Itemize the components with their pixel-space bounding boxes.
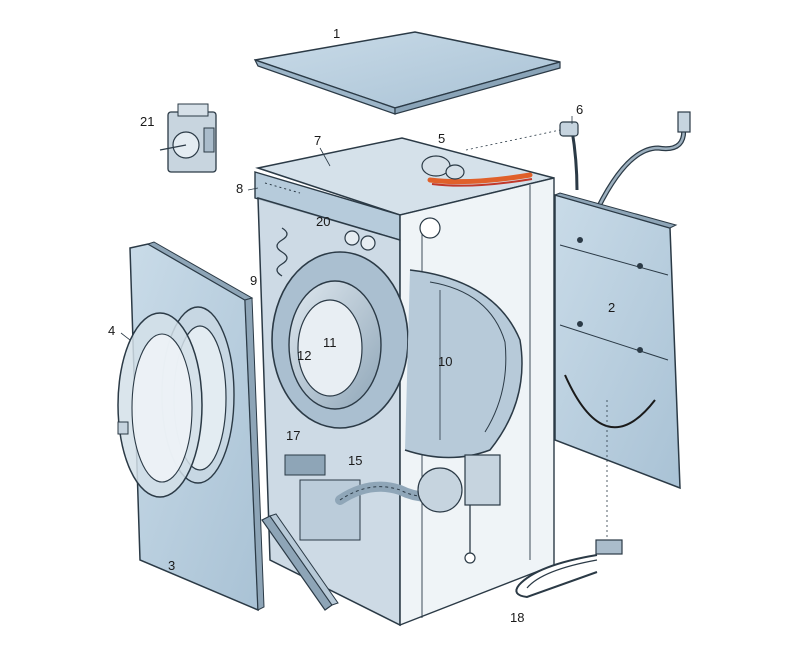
- label-10: 10: [438, 354, 452, 369]
- back-panel: [553, 192, 681, 490]
- label-4: 4: [108, 323, 115, 338]
- label-8: 8: [236, 181, 243, 196]
- label-6: 6: [576, 102, 583, 117]
- heating-element: [515, 400, 623, 599]
- label-20: 20: [316, 214, 330, 229]
- part-labels: 1 2 3 4 5 6 7 8 9 10 11 12 15 17 18 20 2…: [108, 26, 615, 625]
- inlet-hose: [465, 111, 691, 210]
- top-lid: [253, 31, 561, 115]
- label-1: 1: [333, 26, 340, 41]
- label-7: 7: [314, 133, 321, 148]
- label-17: 17: [286, 428, 300, 443]
- leader-lines: [120, 116, 573, 341]
- label-5: 5: [438, 131, 445, 146]
- motor-pump: [417, 454, 501, 564]
- label-11: 11: [323, 335, 337, 350]
- label-3: 3: [168, 558, 175, 573]
- label-18: 18: [510, 610, 524, 625]
- label-15: 15: [348, 453, 362, 468]
- program-timer: [159, 103, 217, 173]
- label-12: 12: [297, 348, 311, 363]
- label-9: 9: [250, 273, 257, 288]
- kick-plate: [261, 513, 339, 611]
- label-2: 2: [608, 300, 615, 315]
- drum-assembly: [271, 251, 523, 459]
- inlet-valve-wiring: [419, 155, 533, 239]
- label-21: 21: [140, 114, 154, 129]
- door: [117, 312, 203, 498]
